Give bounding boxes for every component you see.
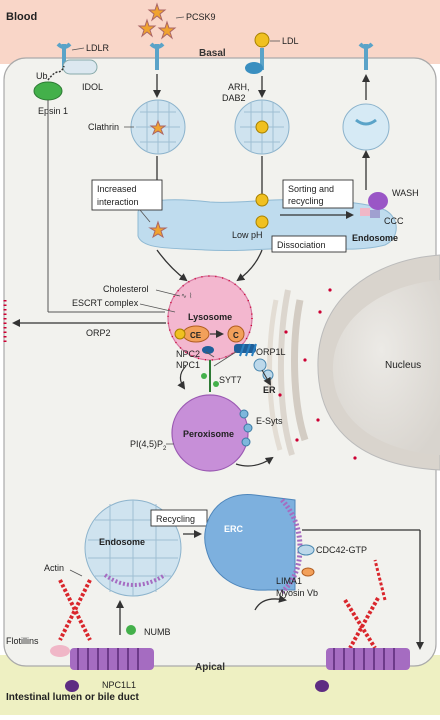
orp1l-label: ORP1L bbox=[256, 347, 286, 357]
nucleus: Nucleus ER bbox=[263, 254, 440, 471]
numb-label: NUMB bbox=[144, 627, 171, 637]
nucleus-label: Nucleus bbox=[385, 360, 421, 371]
erc-label: ERC bbox=[224, 524, 244, 534]
lysosome: ~ ∿ ⌇ Lysosome CE C bbox=[167, 275, 257, 361]
ub-label: Ub bbox=[36, 71, 48, 81]
blood-label: Blood bbox=[6, 11, 37, 23]
lima1-label: LIMA1 bbox=[276, 576, 302, 586]
dab2-label: DAB2 bbox=[222, 93, 246, 103]
npc1l1-label: NPC1L1 bbox=[102, 680, 136, 690]
npc2-label: NPC2 bbox=[176, 349, 200, 359]
increased-label: Increased bbox=[97, 184, 137, 194]
epsin-shape bbox=[33, 81, 63, 101]
actin-label: Actin bbox=[44, 563, 64, 573]
epsin-label: Epsin 1 bbox=[38, 106, 68, 116]
low-ph-label: Low pH bbox=[232, 230, 263, 240]
idol-label: IDOL bbox=[82, 82, 103, 92]
pcsk9-stars: PCSK9 bbox=[137, 2, 216, 40]
wash-label: WASH bbox=[392, 188, 419, 198]
syt7-group: SYT7 bbox=[177, 360, 242, 392]
ldl-column: LDL ARH, DAB2 bbox=[222, 32, 299, 200]
pcsk9-ldlr-column: Clathrin bbox=[88, 42, 186, 212]
recycling-vesicle bbox=[342, 42, 390, 190]
npc1-label: NPC1 bbox=[176, 360, 200, 370]
basal-label: Basal bbox=[199, 48, 226, 59]
interaction-label: interaction bbox=[97, 197, 139, 207]
escrt-label: ESCRT complex bbox=[72, 298, 139, 308]
sorting-endosome: Increased interaction Low pH Dissociatio… bbox=[91, 179, 419, 253]
arh-label: ARH, bbox=[228, 82, 250, 92]
ldl-label: LDL bbox=[282, 36, 299, 46]
actin-filaments: Actin bbox=[44, 563, 380, 650]
lumen-label: Intestinal lumen or bile duct bbox=[6, 692, 139, 703]
dissociation-label: Dissociation bbox=[277, 240, 326, 250]
npc1l1-left: Flotillins NPC1L1 NUMB bbox=[6, 625, 171, 692]
idol-shape bbox=[62, 59, 98, 75]
lysosome-label: Lysosome bbox=[188, 312, 232, 322]
ccc-label: CCC bbox=[384, 216, 404, 226]
endosome-bottom-label: Endosome bbox=[99, 537, 145, 547]
endosome-top-label: Endosome bbox=[352, 233, 398, 243]
ldlr-label: LDLR bbox=[86, 43, 110, 53]
orp1l-group: ORP1L bbox=[253, 347, 286, 386]
er-label: ER bbox=[263, 385, 276, 395]
ldlr-idol-group: LDLR IDOL Ub Epsin 1 bbox=[33, 42, 165, 313]
peroxisome-label: Peroxisome bbox=[183, 429, 234, 439]
recycling-label: recycling bbox=[288, 196, 324, 206]
c-label: C bbox=[233, 331, 239, 340]
peroxisome: Peroxisome E-Syts bbox=[171, 394, 283, 472]
flotillins-label: Flotillins bbox=[6, 636, 39, 646]
pi45p2-label: PI(4,5)P2 bbox=[130, 439, 167, 452]
cholesterol-label: Cholesterol bbox=[103, 284, 149, 294]
recycling-bottom-label: Recycling bbox=[156, 514, 195, 524]
ce-label: CE bbox=[190, 331, 202, 340]
esyts-label: E-Syts bbox=[256, 416, 283, 426]
npc1l1-right bbox=[315, 648, 410, 692]
myosin-label: Myosin Vb bbox=[276, 588, 318, 598]
cdc42-label: CDC42-GTP bbox=[316, 545, 367, 555]
pcsk9-label: PCSK9 bbox=[186, 12, 216, 22]
svg-text:~ ∿ ⌇: ~ ∿ ⌇ bbox=[175, 292, 192, 300]
apical-label: Apical bbox=[195, 662, 225, 673]
cdc42-group: CDC42-GTP LIMA1 Myosin Vb bbox=[276, 529, 424, 650]
orp2-label: ORP2 bbox=[86, 328, 111, 338]
clathrin-label: Clathrin bbox=[88, 122, 119, 132]
syt7-label: SYT7 bbox=[219, 375, 242, 385]
sorting-label: Sorting and bbox=[288, 184, 334, 194]
